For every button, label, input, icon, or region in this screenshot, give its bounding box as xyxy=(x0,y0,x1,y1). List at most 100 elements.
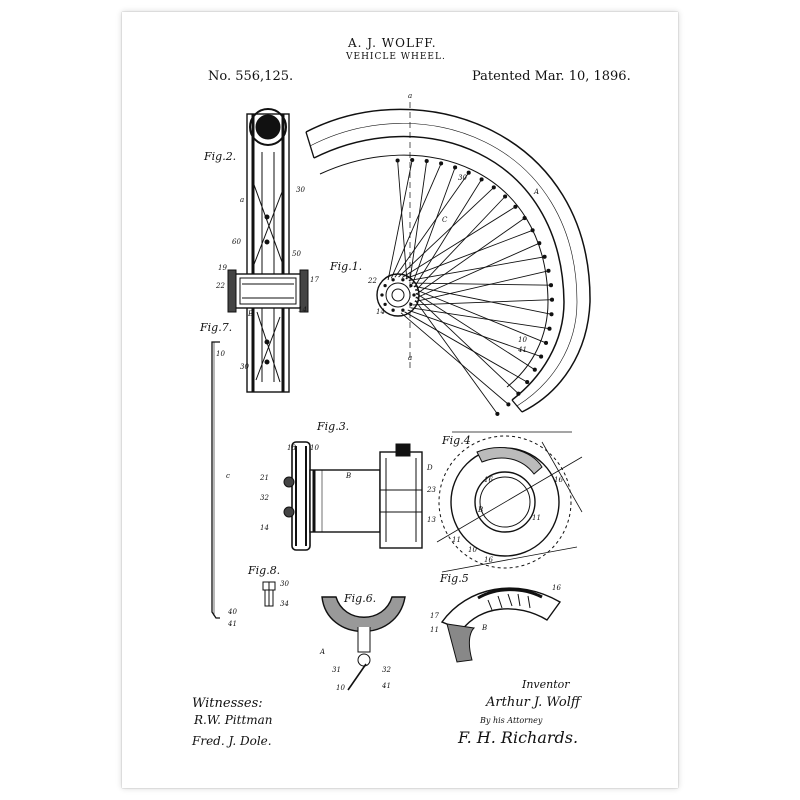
figure-3-hub xyxy=(283,441,423,551)
figure-2-section xyxy=(227,108,309,393)
spoke-nipple xyxy=(479,177,484,182)
svg-text:60: 60 xyxy=(232,238,241,246)
attorney-label: By his Attorney xyxy=(480,716,543,725)
svg-text:C: C xyxy=(442,216,448,224)
svg-text:40: 40 xyxy=(227,608,237,616)
spoke xyxy=(411,167,456,285)
spoke-nipple xyxy=(539,354,544,359)
svg-text:14: 14 xyxy=(298,306,307,314)
svg-text:16: 16 xyxy=(552,584,561,592)
witness-signature-2: Fred. J. Dole. xyxy=(192,734,272,748)
witnesses-label: Witnesses: xyxy=(192,696,263,711)
svg-text:32: 32 xyxy=(260,494,269,502)
svg-text:16: 16 xyxy=(484,476,493,484)
hub-bolt xyxy=(380,293,384,297)
spoke xyxy=(400,312,509,405)
hub-bolt xyxy=(391,278,395,282)
spoke xyxy=(398,187,495,278)
spoke xyxy=(415,292,536,371)
svg-text:13: 13 xyxy=(427,516,436,524)
figure-6-tire-section xyxy=(321,596,406,691)
spoke-nipple xyxy=(542,254,547,259)
spoke-nipple xyxy=(466,170,471,175)
svg-text:11: 11 xyxy=(452,536,461,544)
svg-text:16: 16 xyxy=(484,556,493,564)
svg-text:21: 21 xyxy=(259,474,269,482)
fig5-label: Fig.5 xyxy=(439,572,469,585)
witness-signature-1: R.W. Pittman xyxy=(194,713,273,727)
spoke xyxy=(412,299,553,306)
fig6-label: Fig.6. xyxy=(343,592,376,605)
svg-text:41: 41 xyxy=(517,346,527,354)
svg-text:B: B xyxy=(481,624,487,632)
attorney-signature: F. H. Richards. xyxy=(458,728,579,747)
fig3-label: Fig.3. xyxy=(316,420,349,433)
spoke xyxy=(415,289,547,344)
spoke xyxy=(413,285,552,315)
svg-text:30: 30 xyxy=(240,363,249,371)
spoke xyxy=(414,300,498,415)
spoke-nipple xyxy=(424,158,429,164)
spoke-nipple xyxy=(530,228,535,233)
spoke xyxy=(415,242,540,299)
patent-date: Patented Mar. 10, 1896. xyxy=(472,69,631,84)
hub-bolt xyxy=(409,283,413,288)
inventor-signature: Arthur J. Wolff xyxy=(486,695,581,710)
hub-bolt xyxy=(409,302,413,307)
spoke-nipple xyxy=(522,216,527,221)
spoke xyxy=(414,270,549,303)
hub-bolt xyxy=(391,308,395,312)
svg-text:11: 11 xyxy=(430,626,439,634)
svg-text:32: 32 xyxy=(382,666,391,674)
spoke-nipple xyxy=(513,204,518,209)
spoke xyxy=(415,217,525,295)
fig2-label: Fig.2. xyxy=(203,150,236,163)
spoke xyxy=(401,206,516,278)
svg-text:18: 18 xyxy=(287,444,296,452)
figure-8-nipple xyxy=(262,581,276,607)
spoke-nipple xyxy=(410,157,415,163)
svg-text:11: 11 xyxy=(532,514,541,522)
svg-text:50: 50 xyxy=(292,250,301,258)
svg-text:17: 17 xyxy=(430,612,439,620)
wheel-spokes xyxy=(380,157,555,416)
figure-1-wheel xyxy=(305,102,591,413)
patent-sheet: A. J. WOLFF. VEHICLE WHEEL. No. 556,125.… xyxy=(122,12,678,788)
svg-text:19: 19 xyxy=(218,264,227,272)
svg-text:41: 41 xyxy=(381,682,391,690)
spoke-nipple xyxy=(516,391,521,396)
svg-text:a: a xyxy=(408,92,412,100)
svg-text:D: D xyxy=(426,464,433,472)
spoke xyxy=(413,179,482,288)
svg-text:B: B xyxy=(477,506,483,514)
spoke-nipple xyxy=(506,402,511,407)
svg-text:34: 34 xyxy=(280,600,289,608)
spoke-nipple xyxy=(491,185,496,190)
spoke xyxy=(411,282,552,286)
spoke xyxy=(409,160,428,282)
hub-bolt xyxy=(412,293,416,297)
fig7-label: Fig.7. xyxy=(199,321,232,334)
svg-text:10: 10 xyxy=(336,684,345,692)
spoke-nipple xyxy=(547,326,552,331)
spoke xyxy=(390,163,442,279)
spoke-nipple xyxy=(495,411,500,416)
svg-text:10: 10 xyxy=(468,546,477,554)
spoke-nipple xyxy=(549,297,555,302)
spoke-nipple xyxy=(532,367,537,372)
spoke xyxy=(404,311,528,383)
hub-bolt xyxy=(383,283,387,288)
spoke xyxy=(405,229,533,280)
spoke-nipple xyxy=(439,161,444,166)
svg-text:22: 22 xyxy=(367,277,377,285)
spoke xyxy=(407,309,542,358)
spoke xyxy=(387,159,413,281)
figure-5-rim-segment xyxy=(440,587,562,663)
figure-7-wire xyxy=(211,341,220,619)
fig1-label: Fig.1. xyxy=(329,260,362,273)
spoke xyxy=(394,172,470,278)
spoke xyxy=(415,196,506,292)
svg-text:a: a xyxy=(408,354,412,362)
svg-text:17: 17 xyxy=(310,276,319,284)
spoke-nipple xyxy=(525,380,530,385)
